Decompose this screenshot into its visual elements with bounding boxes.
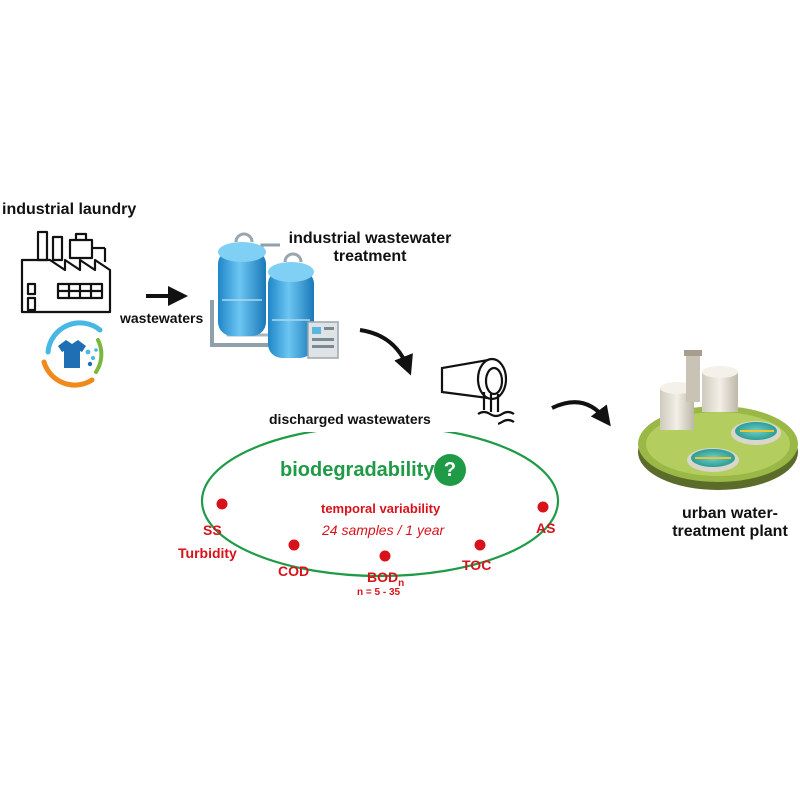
param-toc: TOC (462, 557, 492, 573)
arrow-to-discharge (359, 328, 413, 376)
param-bod-main: BOD (367, 569, 399, 585)
discharged-label: discharged wastewaters (269, 411, 431, 427)
point-toc (474, 539, 486, 551)
iwt-label-line1: industrial wastewater (288, 230, 452, 247)
temporal-variability-label: temporal variability (321, 501, 441, 516)
param-bod-sub: n (398, 577, 405, 589)
question-badge-icon (434, 454, 466, 486)
arrow-to-urban-plant (551, 400, 611, 427)
samples-label: 24 samples / 1 year (322, 522, 445, 538)
factory-icon (20, 230, 112, 314)
point-as (537, 501, 549, 513)
urban-label-line1: urban water- (681, 505, 778, 522)
param-ss: SS (203, 522, 222, 538)
iwt-label-line2: treatment (333, 248, 407, 265)
point-cod (288, 539, 300, 551)
wastewaters-label: wastewaters (120, 310, 204, 326)
param-bod-range: n = 5 - 35 (357, 587, 401, 598)
urban-plant-label: urban water- treatment plant (660, 505, 800, 541)
laundry-logo-icon (41, 320, 104, 388)
treatment-tanks-icon (210, 232, 339, 359)
param-as: AS (536, 520, 556, 536)
question-mark: ? (443, 459, 457, 481)
discharge-pipe-icon (440, 357, 515, 426)
param-bod: BODn (367, 568, 404, 593)
iwt-label: industrial wastewater treatment (270, 230, 470, 266)
point-ss (216, 498, 228, 510)
industrial-laundry-label: industrial laundry (2, 201, 137, 218)
urban-plant-icon (638, 350, 798, 490)
param-cod: COD (278, 563, 310, 579)
biodegradability-title: biodegradability (280, 459, 435, 481)
urban-label-line2: treatment plant (672, 523, 788, 540)
param-turbidity: Turbidity (178, 545, 237, 561)
point-bod (379, 550, 391, 562)
